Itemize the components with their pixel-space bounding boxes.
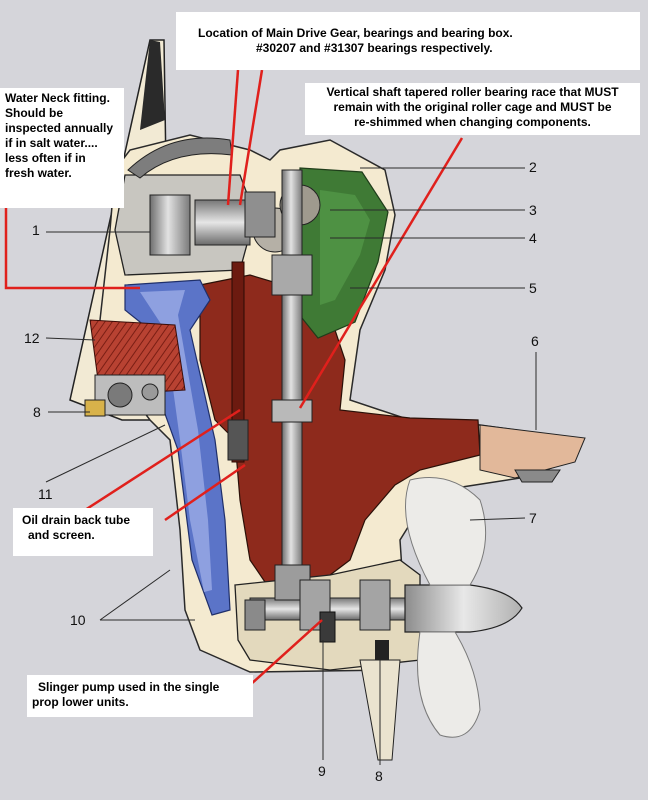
callout-main-drive-gear: Location of Main Drive Gear, bearings an…	[176, 12, 640, 70]
input-bearing	[194, 199, 251, 246]
callout-main-drive-gear-line2: #30207 and #31307 bearings respectively.	[256, 41, 493, 55]
part-number-8-bottom: 8	[375, 768, 383, 784]
callout-vertical-shaft-line2: remain with the original roller cage and…	[333, 100, 612, 114]
callout-water-neck-line6: fresh water.	[5, 166, 72, 180]
propeller-blade-upper	[405, 477, 487, 586]
slinger-pump	[319, 611, 336, 643]
callout-lines	[4, 69, 464, 686]
callout-water-neck-line4: if in salt water....	[5, 136, 98, 150]
transom-bracket-black	[140, 40, 165, 130]
part-number-8-left: 8	[33, 404, 41, 420]
part-number-9: 9	[318, 763, 326, 779]
part-number-11: 11	[38, 486, 53, 502]
leader-lines	[45, 167, 537, 765]
oil-drain-screen	[227, 419, 249, 461]
oil-reservoir-highlight	[320, 190, 370, 305]
shaft-bearing-upper	[271, 254, 313, 296]
shaft-bearing-race	[271, 399, 313, 423]
callout-water-neck-line2: Should be	[5, 106, 63, 120]
part-number-5: 5	[529, 280, 537, 296]
callout-main-drive-gear-line1: Location of Main Drive Gear, bearings an…	[198, 26, 513, 40]
skeg-front	[244, 599, 266, 631]
callout-water-neck: Water Neck fitting. Should be inspected …	[0, 88, 124, 208]
part-number-1: 1	[32, 222, 40, 238]
propeller-blade-lower	[417, 631, 481, 738]
callout-vertical-shaft-line3: re-shimmed when changing components.	[354, 115, 591, 129]
part-number-4: 4	[529, 230, 537, 246]
lower-bearing-dark	[375, 640, 389, 662]
callout-oil-drain: Oil drain back tube and screen.	[13, 508, 153, 556]
callout-slinger-pump: Slinger pump used in the single prop low…	[27, 675, 253, 717]
callout-slinger-line1: Slinger pump used in the single	[38, 680, 220, 694]
part-number-7: 7	[529, 510, 537, 526]
trim-tab	[514, 469, 561, 483]
part-number-2: 2	[529, 159, 537, 175]
callout-slinger-line2: prop lower units.	[32, 695, 129, 709]
water-passage-highlight	[140, 290, 212, 592]
part-number-3: 3	[529, 202, 537, 218]
u-joint	[149, 194, 191, 256]
part-number-10: 10	[70, 612, 86, 628]
part-number-6: 6	[531, 333, 539, 349]
callout-water-neck-line5: less often if in	[5, 151, 86, 165]
callout-water-neck-line3: inspected annually	[5, 121, 114, 135]
vertical-driveshaft	[281, 169, 303, 611]
bearing-box	[244, 191, 276, 238]
callout-water-neck-line1: Water Neck fitting.	[5, 91, 110, 105]
shift-mechanism	[84, 374, 166, 417]
callout-oil-drain-line2: and screen.	[28, 528, 95, 542]
reverse-gear	[359, 579, 391, 631]
callout-vertical-shaft-line1: Vertical shaft tapered roller bearing ra…	[326, 85, 619, 99]
part-number-12: 12	[24, 330, 40, 346]
propeller-hub	[404, 584, 523, 633]
callout-oil-drain-line1: Oil drain back tube	[22, 513, 131, 527]
callout-vertical-shaft-bearing: Vertical shaft tapered roller bearing ra…	[305, 83, 640, 135]
